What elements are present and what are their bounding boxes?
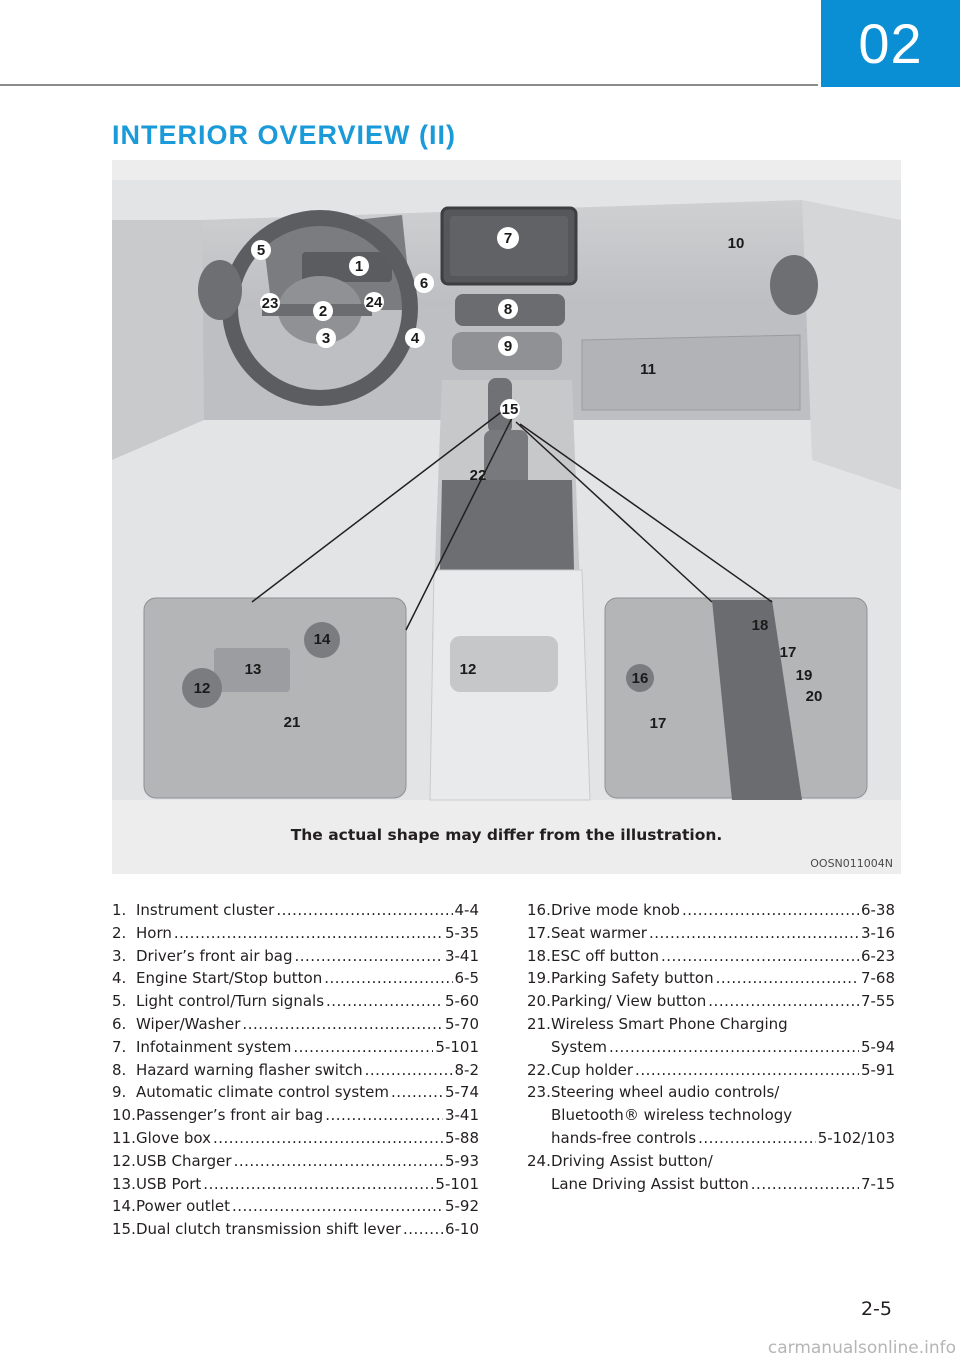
callout-4: 4 (411, 330, 420, 347)
top-rule (0, 84, 818, 86)
list-item: 23.Steering wheel audio controls/ (527, 1083, 780, 1102)
list-item: 8.Hazard warning flasher switch8-2 (112, 1059, 479, 1082)
callout-14: 14 (314, 631, 331, 648)
list-item: 2.Horn5-35 (112, 922, 479, 945)
list-item: 5.Light control/Turn signals5-60 (112, 990, 479, 1013)
dashboard-drawing: 1 2 3 4 5 6 7 8 9 10 11 15 22 23 24 12 1… (112, 180, 901, 801)
chapter-tab: 02 (821, 0, 960, 87)
list-item: 4.Engine Start/Stop button6-5 (112, 967, 479, 990)
list-item: 19.Parking Safety button7-68 (527, 967, 895, 990)
list-item: 16.Drive mode knob6-38 (527, 899, 895, 922)
list-item: 3.Driver’s front air bag3-41 (112, 945, 479, 968)
page-number: 2-5 (860, 1298, 892, 1320)
list-item: 24.Driving Assist button/ (527, 1151, 713, 1170)
section-title: INTERIOR OVERVIEW (II) (112, 120, 457, 150)
list-item: 11.Glove box5-88 (112, 1127, 479, 1150)
list-item: 15.Dual clutch transmission shift lever6… (112, 1218, 479, 1241)
callout-9: 9 (504, 338, 512, 355)
list-item: 21.Wireless Smart Phone Charging (527, 1014, 788, 1033)
list-item-continuation: hands-free controls5-102/103 (527, 1127, 895, 1150)
callout-17-bottom: 17 (650, 715, 667, 732)
callout-1: 1 (355, 258, 363, 275)
list-item: 10.Passenger’s front air bag3-41 (112, 1104, 479, 1127)
callout-24: 24 (366, 294, 383, 311)
list-item: 20.Parking/ View button7-55 (527, 990, 895, 1013)
list-item-continuation: Lane Driving Assist button7-15 (527, 1173, 895, 1196)
list-item: 6.Wiper/Washer5-70 (112, 1013, 479, 1036)
callout-11: 11 (640, 361, 656, 378)
list-item: 9.Automatic climate control system5-74 (112, 1081, 479, 1104)
callout-5: 5 (257, 242, 265, 259)
callout-10: 10 (728, 235, 745, 252)
callout-23: 23 (262, 295, 279, 312)
callout-15: 15 (502, 401, 519, 418)
list-item: 14.Power outlet5-92 (112, 1195, 479, 1218)
interior-illustration: 1 2 3 4 5 6 7 8 9 10 11 15 22 23 24 12 1… (112, 160, 901, 874)
callout-12-inset: 12 (194, 680, 211, 697)
figure-code: OOSN011004N (810, 857, 893, 870)
callout-7: 7 (504, 230, 512, 247)
list-item: 17.Seat warmer3-16 (527, 922, 895, 945)
watermark: carmanualsonline.info (767, 1338, 956, 1358)
callout-22: 22 (470, 467, 487, 484)
callout-13: 13 (245, 661, 262, 678)
component-list-left: 1.Instrument cluster4-4 2.Horn5-35 3.Dri… (112, 899, 479, 1241)
callout-3: 3 (322, 330, 330, 347)
list-item: 22.Cup holder5-91 (527, 1059, 895, 1082)
callout-17-top: 17 (780, 644, 797, 661)
list-item: 18.ESC off button6-23 (527, 945, 895, 968)
callout-21: 21 (284, 714, 301, 731)
callout-20: 20 (806, 688, 823, 705)
callout-8: 8 (504, 301, 512, 318)
component-list-right: 16.Drive mode knob6-38 17.Seat warmer3-1… (527, 899, 895, 1195)
callout-19: 19 (796, 667, 813, 684)
list-item: 13.USB Port5-101 (112, 1173, 479, 1196)
list-item: 7.Infotainment system5-101 (112, 1036, 479, 1059)
callout-16: 16 (632, 670, 649, 687)
list-item-continuation: Bluetooth® wireless technology (551, 1106, 793, 1125)
callout-6: 6 (420, 275, 428, 292)
callout-12-console: 12 (460, 661, 477, 678)
list-item-continuation: System5-94 (527, 1036, 895, 1059)
figure-caption: The actual shape may differ from the ill… (290, 826, 723, 844)
list-item: 12.USB Charger5-93 (112, 1150, 479, 1173)
callout-2: 2 (319, 303, 327, 320)
list-item: 1.Instrument cluster4-4 (112, 899, 479, 922)
callout-18: 18 (752, 617, 769, 634)
callout-badges: 1 2 3 4 5 6 7 8 9 10 11 15 22 23 24 12 1… (194, 227, 823, 732)
